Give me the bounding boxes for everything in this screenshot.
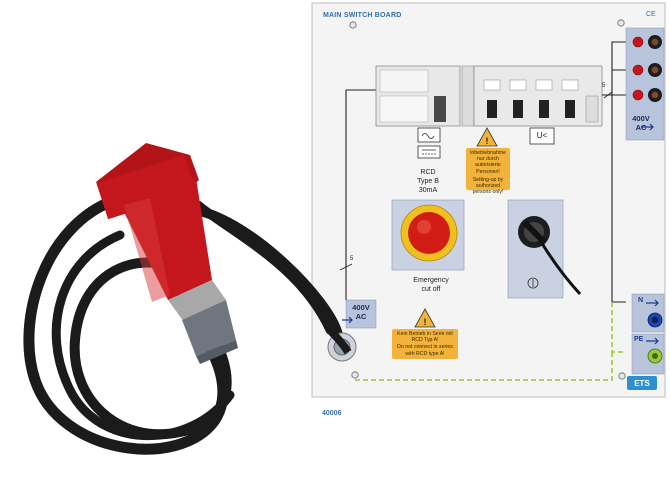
earth-label: PE	[634, 336, 644, 343]
input-wire	[345, 89, 376, 300]
warning-top-en: Setting-up by authorized persons only!	[472, 176, 504, 196]
ce-mark: CE	[646, 11, 656, 18]
rcd-symbol	[417, 127, 441, 143]
input-voltage: 400V	[352, 303, 370, 312]
socket-l3-icon	[632, 89, 644, 101]
ets-logo-text: ETS	[634, 379, 650, 388]
panel-screws	[349, 19, 626, 380]
output-wire-count: 5	[602, 83, 606, 89]
power-cable	[23, 194, 343, 455]
warning-triangle-top-icon	[476, 127, 498, 147]
cee-plug	[96, 143, 238, 364]
warning-triangle-bottom-icon	[414, 308, 436, 328]
dc-symbol	[417, 145, 441, 159]
ets-logo	[627, 376, 657, 390]
key-switch[interactable]	[518, 216, 582, 296]
emergency-label-line1: Emergency	[413, 277, 449, 284]
board-title: MAIN SWITCH BOARD	[323, 12, 402, 19]
socket-l2-icon	[632, 64, 644, 76]
warning-bottom-de: Kein Betrieb in Serie mit RCD Typ A!	[397, 331, 453, 344]
output-type: AC	[635, 123, 647, 132]
output-voltage: 400V	[632, 114, 650, 123]
neutral-plate	[631, 293, 665, 333]
output-voltage-label: 400V AC	[628, 114, 654, 132]
input-type: AC	[355, 312, 367, 321]
warning-bottom-en: Do not connect in series with RCD type A…	[397, 344, 453, 357]
rcd-label: RCD Type B 30mA	[398, 168, 458, 195]
power-symbol-icon	[527, 277, 539, 289]
undervoltage-box	[529, 127, 555, 145]
emergency-label: Emergency cut off	[395, 276, 467, 294]
warning-label-top: Inbetriebnahme nur durch autorisierte Pe…	[466, 148, 510, 195]
main-switch-breaker-unit	[375, 65, 603, 127]
undervoltage-label: U<	[536, 131, 548, 140]
key-switch-plate	[507, 199, 564, 299]
output-sockets[interactable]	[632, 35, 662, 102]
socket-l1-icon	[632, 36, 644, 48]
key-switch-symbol	[530, 279, 536, 280]
input-voltage-plate	[345, 299, 377, 329]
neutral-label: N	[638, 297, 644, 304]
pe-wire	[355, 302, 626, 381]
rcd-label-line2: Type B	[417, 178, 439, 185]
emergency-label-line2: cut off	[421, 286, 441, 293]
rcd-label-line1: RCD	[420, 169, 436, 176]
svg-text:!: !	[424, 317, 427, 327]
rcd-label-line3: 30mA	[418, 187, 438, 194]
board-code: 40006	[322, 410, 342, 417]
svg-text:!: !	[486, 136, 489, 146]
warning-top-de: Inbetriebnahme nur durch autorisierte Pe…	[469, 150, 507, 175]
output-wires	[602, 41, 626, 303]
warning-label-bottom: Kein Betrieb in Serie mit RCD Typ A! Do …	[392, 329, 458, 359]
input-wire-count: 5	[350, 256, 354, 262]
cable-gland	[326, 327, 357, 362]
input-voltage-label: 400V AC	[348, 303, 374, 321]
